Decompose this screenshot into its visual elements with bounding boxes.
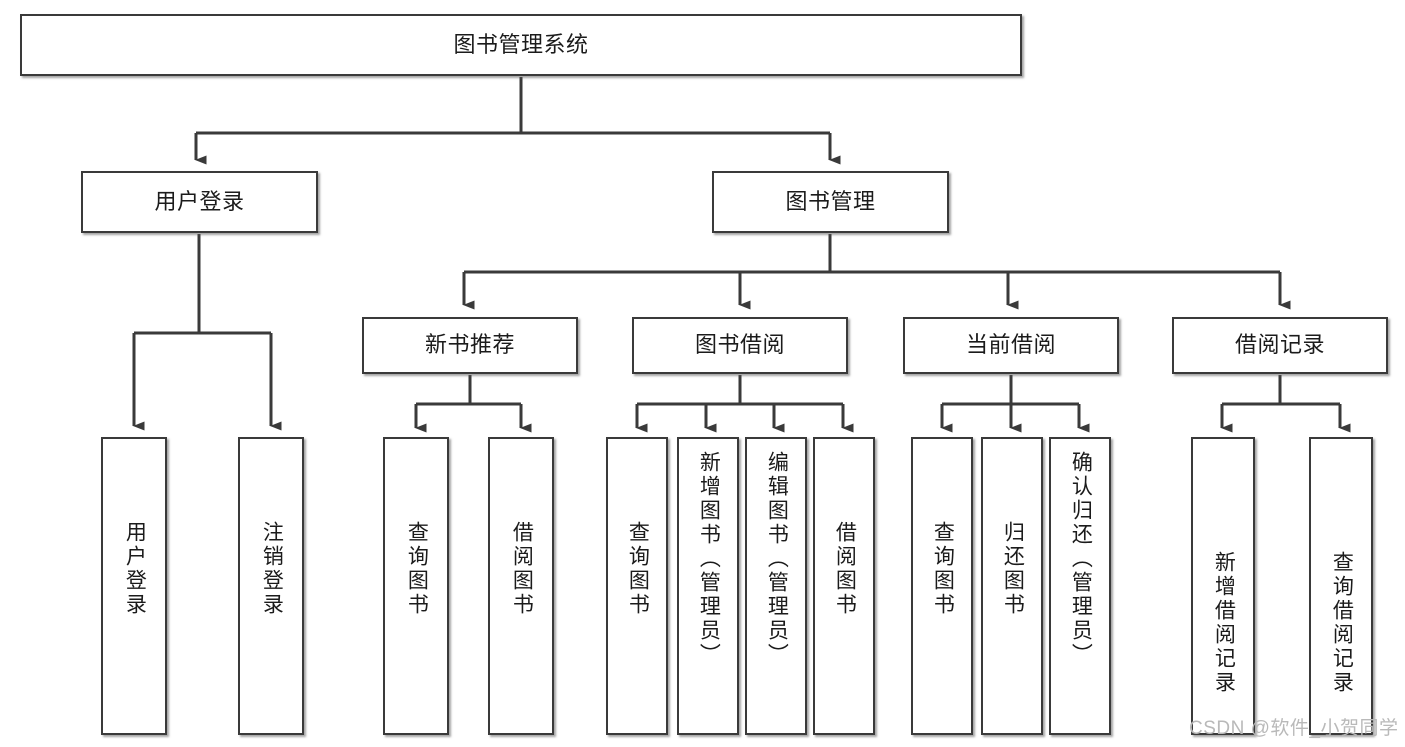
watermark: CSDN @软件_小贺同学 — [1189, 718, 1399, 739]
node-leaf-edit-book-label: 编辑图书（管理员） — [765, 451, 789, 667]
node-current-borrow[interactable]: 当前借阅 — [903, 317, 1119, 374]
node-borrow-record[interactable]: 借阅记录 — [1172, 317, 1388, 374]
node-leaf-query-book-1-label: 查询图书 — [405, 521, 429, 617]
node-leaf-query-record[interactable]: 查询借阅记录 — [1309, 437, 1373, 735]
node-book-borrow-label: 图书借阅 — [694, 332, 785, 358]
node-new-book-recommend-label: 新书推荐 — [424, 332, 515, 358]
node-leaf-query-record-label: 查询借阅记录 — [1330, 551, 1354, 695]
node-new-book-recommend[interactable]: 新书推荐 — [362, 317, 578, 374]
node-user-login[interactable]: 用户登录 — [81, 171, 318, 233]
node-user-login-label: 用户登录 — [154, 188, 245, 214]
node-leaf-logout-login[interactable]: 注销登录 — [238, 437, 304, 735]
node-book-management-label: 图书管理 — [785, 188, 876, 214]
node-leaf-user-login[interactable]: 用户登录 — [101, 437, 167, 735]
node-leaf-confirm-return[interactable]: 确认归还（管理员） — [1049, 437, 1111, 735]
node-leaf-add-book[interactable]: 新增图书（管理员） — [677, 437, 739, 735]
node-leaf-edit-book[interactable]: 编辑图书（管理员） — [745, 437, 807, 735]
node-leaf-query-book-2-label: 查询图书 — [626, 521, 650, 617]
node-book-management[interactable]: 图书管理 — [712, 171, 949, 233]
node-leaf-user-login-label: 用户登录 — [123, 521, 147, 617]
node-leaf-borrow-book-2-label: 借阅图书 — [833, 521, 857, 617]
node-leaf-confirm-return-label: 确认归还（管理员） — [1069, 451, 1093, 667]
node-current-borrow-label: 当前借阅 — [965, 332, 1056, 358]
node-leaf-return-book-label: 归还图书 — [1001, 521, 1025, 617]
node-leaf-borrow-book-1-label: 借阅图书 — [510, 521, 534, 617]
node-root[interactable]: 图书管理系统 — [20, 14, 1022, 76]
node-root-label: 图书管理系统 — [453, 31, 589, 57]
node-leaf-query-book-3-label: 查询图书 — [931, 521, 955, 617]
node-book-borrow[interactable]: 图书借阅 — [632, 317, 848, 374]
node-leaf-logout-login-label: 注销登录 — [260, 521, 284, 617]
node-leaf-add-record[interactable]: 新增借阅记录 — [1191, 437, 1255, 735]
node-borrow-record-label: 借阅记录 — [1234, 332, 1325, 358]
node-leaf-query-book-1[interactable]: 查询图书 — [383, 437, 449, 735]
node-leaf-query-book-2[interactable]: 查询图书 — [606, 437, 668, 735]
node-leaf-borrow-book-1[interactable]: 借阅图书 — [488, 437, 554, 735]
node-leaf-query-book-3[interactable]: 查询图书 — [911, 437, 973, 735]
node-leaf-return-book[interactable]: 归还图书 — [981, 437, 1043, 735]
node-leaf-add-record-label: 新增借阅记录 — [1212, 551, 1236, 695]
node-leaf-borrow-book-2[interactable]: 借阅图书 — [813, 437, 875, 735]
node-leaf-add-book-label: 新增图书（管理员） — [697, 451, 721, 667]
